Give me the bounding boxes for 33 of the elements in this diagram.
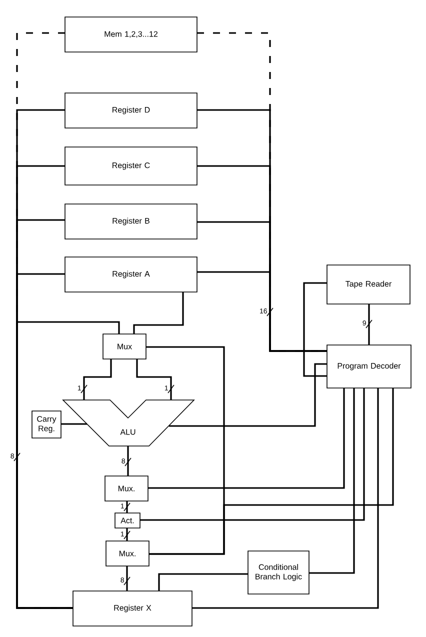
carry-register-box: Carry Reg. [32, 410, 62, 438]
connector-line [133, 292, 184, 334]
connector-line [192, 388, 379, 609]
connector-line [197, 271, 327, 352]
mux-box: Mux. [106, 540, 150, 566]
connector-line [169, 363, 327, 427]
register-box: Register C [64, 146, 198, 186]
act-box: Act. [114, 512, 140, 528]
connector-line [126, 566, 128, 591]
connector-line [61, 423, 87, 425]
connector-line [126, 501, 128, 513]
connector-line [149, 388, 394, 555]
register-box: Register D [64, 92, 198, 128]
connector-line [127, 446, 129, 476]
decoder-box: Program Decoder [326, 344, 412, 388]
connector-line [140, 388, 365, 521]
connector-line [136, 359, 172, 400]
mux-box: Mux. [104, 476, 148, 502]
connector-line [303, 282, 327, 377]
connector-line [148, 388, 345, 489]
register-box: Register B [64, 204, 198, 240]
mux-box: Mux [102, 334, 146, 360]
connector-line [158, 573, 248, 591]
connector-line [126, 528, 128, 541]
connector-line [83, 359, 112, 400]
branch-logic-box: Conditional Branch Logic [248, 550, 310, 594]
connector-line [16, 321, 120, 609]
connector-line [368, 304, 370, 345]
register-box: Register X [72, 590, 192, 626]
memory-box: Mem 1,2,3...12 [64, 16, 198, 52]
tape-reader-box: Tape Reader [326, 264, 410, 304]
register-box: Register A [64, 256, 198, 292]
connector-line [309, 388, 355, 574]
